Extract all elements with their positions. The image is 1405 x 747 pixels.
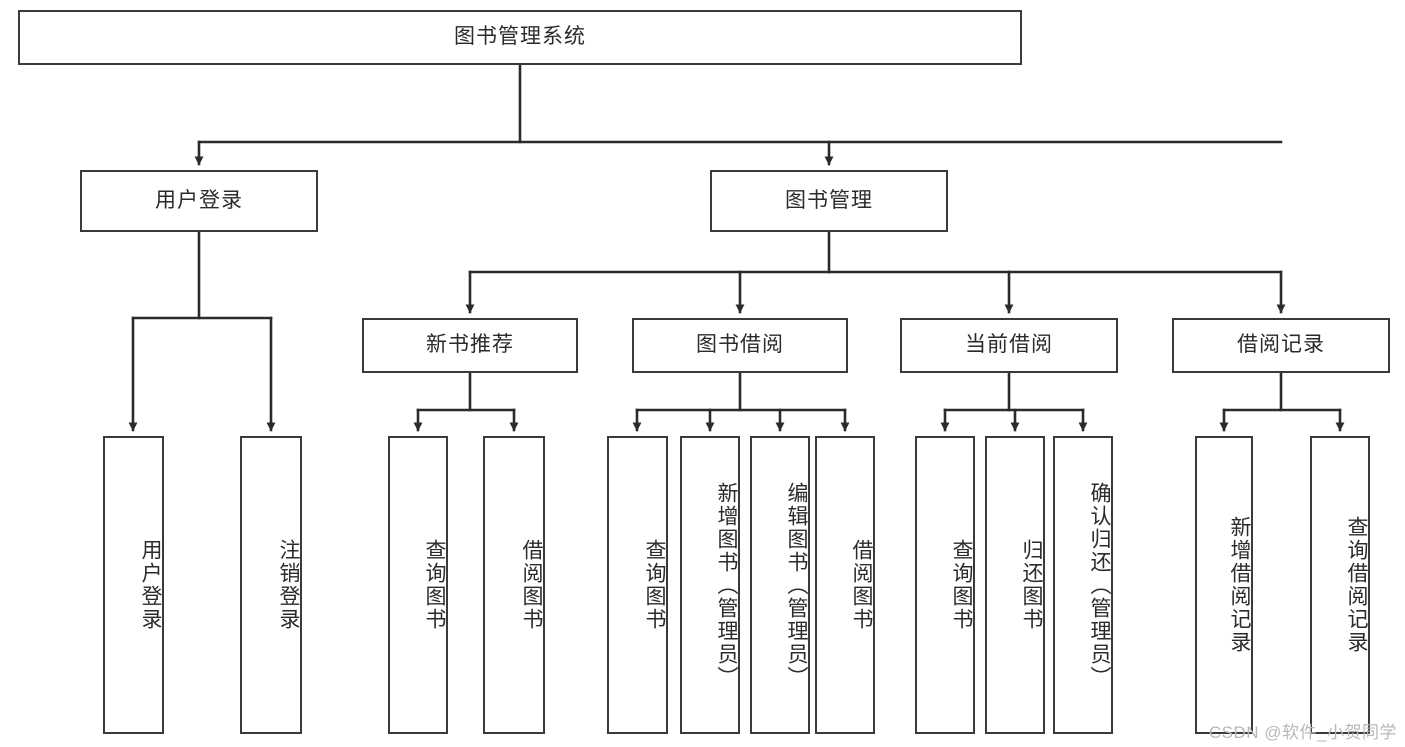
node-current-borrow[interactable]: 当前借阅 bbox=[900, 318, 1118, 373]
leaf-newbook-borrow-books[interactable]: 借阅图书 bbox=[483, 436, 545, 734]
leaf-borrow-edit-book-admin[interactable]: 编辑图书（管理员） bbox=[750, 436, 810, 734]
leaf-borrow-edit-book-admin-label: 编辑图书（管理员） bbox=[785, 481, 808, 689]
node-book-management-label: 图书管理 bbox=[785, 188, 873, 212]
leaf-newbook-query-books-label: 查询图书 bbox=[423, 539, 446, 631]
node-book-borrow[interactable]: 图书借阅 bbox=[632, 318, 848, 373]
node-borrow-records-label: 借阅记录 bbox=[1237, 333, 1325, 357]
node-root[interactable]: 图书管理系统 bbox=[18, 10, 1022, 65]
node-root-label: 图书管理系统 bbox=[454, 25, 586, 49]
leaf-newbook-borrow-books-label: 借阅图书 bbox=[520, 539, 543, 631]
node-new-book-recommend[interactable]: 新书推荐 bbox=[362, 318, 578, 373]
leaf-current-query-books-label: 查询图书 bbox=[950, 539, 973, 631]
node-current-borrow-label: 当前借阅 bbox=[965, 333, 1053, 357]
leaf-user-logout-label: 注销登录 bbox=[277, 539, 300, 631]
leaf-current-confirm-return-admin-label: 确认归还（管理员） bbox=[1088, 481, 1111, 689]
leaf-borrow-query-books-label: 查询图书 bbox=[643, 539, 666, 631]
leaf-records-query-record-label: 查询借阅记录 bbox=[1345, 516, 1368, 654]
node-new-book-recommend-label: 新书推荐 bbox=[426, 333, 514, 357]
node-borrow-records[interactable]: 借阅记录 bbox=[1172, 318, 1390, 373]
node-book-management[interactable]: 图书管理 bbox=[710, 170, 948, 232]
leaf-records-query-record[interactable]: 查询借阅记录 bbox=[1310, 436, 1370, 734]
leaf-borrow-query-books[interactable]: 查询图书 bbox=[607, 436, 668, 734]
leaf-borrow-borrow-books[interactable]: 借阅图书 bbox=[815, 436, 875, 734]
watermark-text: CSDN @软件_小贺同学 bbox=[1208, 723, 1397, 742]
leaf-user-login[interactable]: 用户登录 bbox=[103, 436, 164, 734]
leaf-newbook-query-books[interactable]: 查询图书 bbox=[388, 436, 448, 734]
leaf-borrow-borrow-books-label: 借阅图书 bbox=[850, 539, 873, 631]
leaf-records-add-record[interactable]: 新增借阅记录 bbox=[1195, 436, 1253, 734]
node-user-login[interactable]: 用户登录 bbox=[80, 170, 318, 232]
leaf-current-return-books-label: 归还图书 bbox=[1020, 539, 1043, 631]
leaf-current-confirm-return-admin[interactable]: 确认归还（管理员） bbox=[1053, 436, 1113, 734]
node-user-login-label: 用户登录 bbox=[155, 188, 243, 212]
leaf-current-return-books[interactable]: 归还图书 bbox=[985, 436, 1045, 734]
leaf-current-query-books[interactable]: 查询图书 bbox=[915, 436, 975, 734]
leaf-borrow-add-book-admin[interactable]: 新增图书（管理员） bbox=[680, 436, 740, 734]
leaf-records-add-record-label: 新增借阅记录 bbox=[1228, 516, 1251, 654]
node-book-borrow-label: 图书借阅 bbox=[696, 333, 784, 357]
leaf-user-logout[interactable]: 注销登录 bbox=[240, 436, 302, 734]
leaf-user-login-label: 用户登录 bbox=[139, 539, 162, 631]
leaf-borrow-add-book-admin-label: 新增图书（管理员） bbox=[715, 481, 738, 689]
